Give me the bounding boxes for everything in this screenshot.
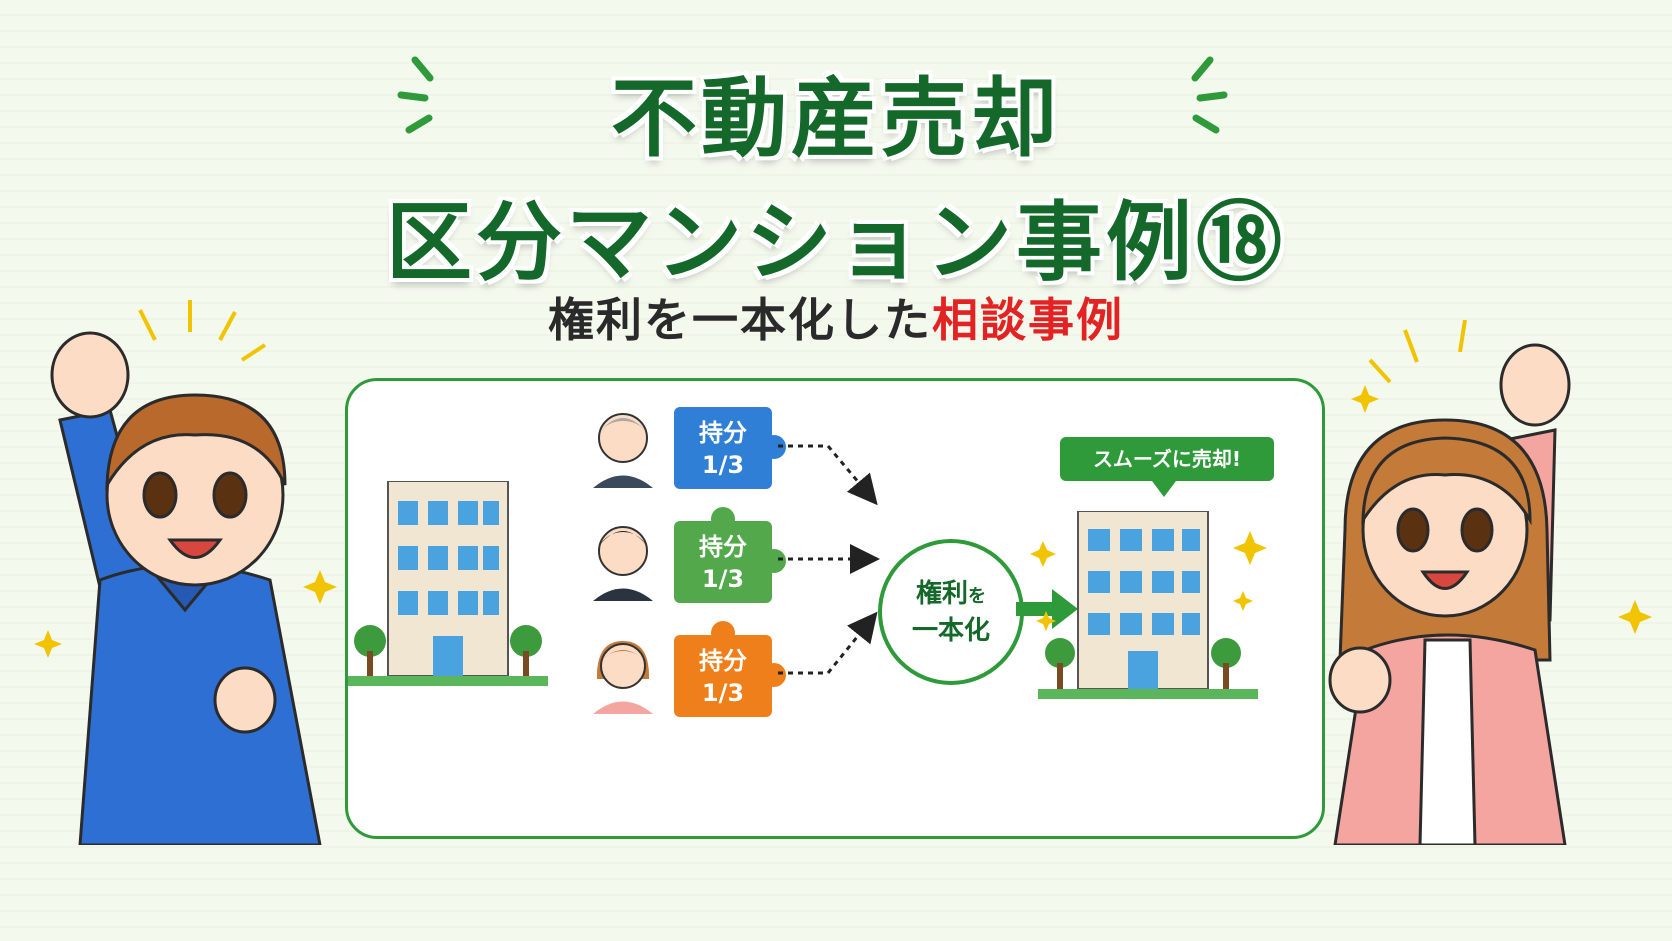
subtitle: 権利を一本化した相談事例 xyxy=(0,284,1672,350)
share-piece-2: 持分 1/3 xyxy=(674,507,786,603)
subtitle-main: 権利を一本化した xyxy=(548,293,932,347)
share-value: 1/3 xyxy=(701,451,745,479)
building-before-icon xyxy=(348,481,548,686)
share-piece-1: 持分 1/3 xyxy=(674,407,786,489)
owner-elder-man-avatar xyxy=(593,413,653,488)
smooth-sale-bubble: スムーズに売却! xyxy=(1060,437,1274,497)
subtitle-highlight: 相談事例 xyxy=(932,293,1124,347)
title-line-2: 区分マンション事例⑱ xyxy=(386,193,1286,293)
share-label: 持分 xyxy=(699,419,747,447)
unify-rights-circle: 権利を 一本化 xyxy=(878,539,1024,685)
right-arrow-icon xyxy=(1016,589,1078,629)
share-label: 持分 xyxy=(699,533,747,561)
girl-character-illustration xyxy=(1328,320,1652,845)
title-accent-right-icon xyxy=(1191,56,1228,134)
boy-character-illustration xyxy=(34,300,337,845)
unify-particle: を xyxy=(968,585,986,607)
owner-man-avatar xyxy=(593,526,653,601)
dotted-arrows-icon xyxy=(778,444,880,675)
title-accent-left-icon xyxy=(397,56,434,134)
unify-line2: 一本化 xyxy=(911,615,990,646)
unify-line1: 権利 xyxy=(915,578,968,609)
owner-woman-avatar xyxy=(593,641,653,714)
content-panel: 持分 1/3 持分 1/3 持分 1/3 権利を 一本化 xyxy=(345,378,1325,839)
building-after-icon xyxy=(1030,511,1267,699)
bubble-text: スムーズに売却! xyxy=(1092,447,1242,471)
share-value: 1/3 xyxy=(701,679,745,707)
share-label: 持分 xyxy=(699,647,747,675)
share-piece-3: 持分 1/3 xyxy=(674,621,786,717)
share-value: 1/3 xyxy=(701,565,745,593)
title-line-1: 不動産売却 xyxy=(611,69,1061,169)
